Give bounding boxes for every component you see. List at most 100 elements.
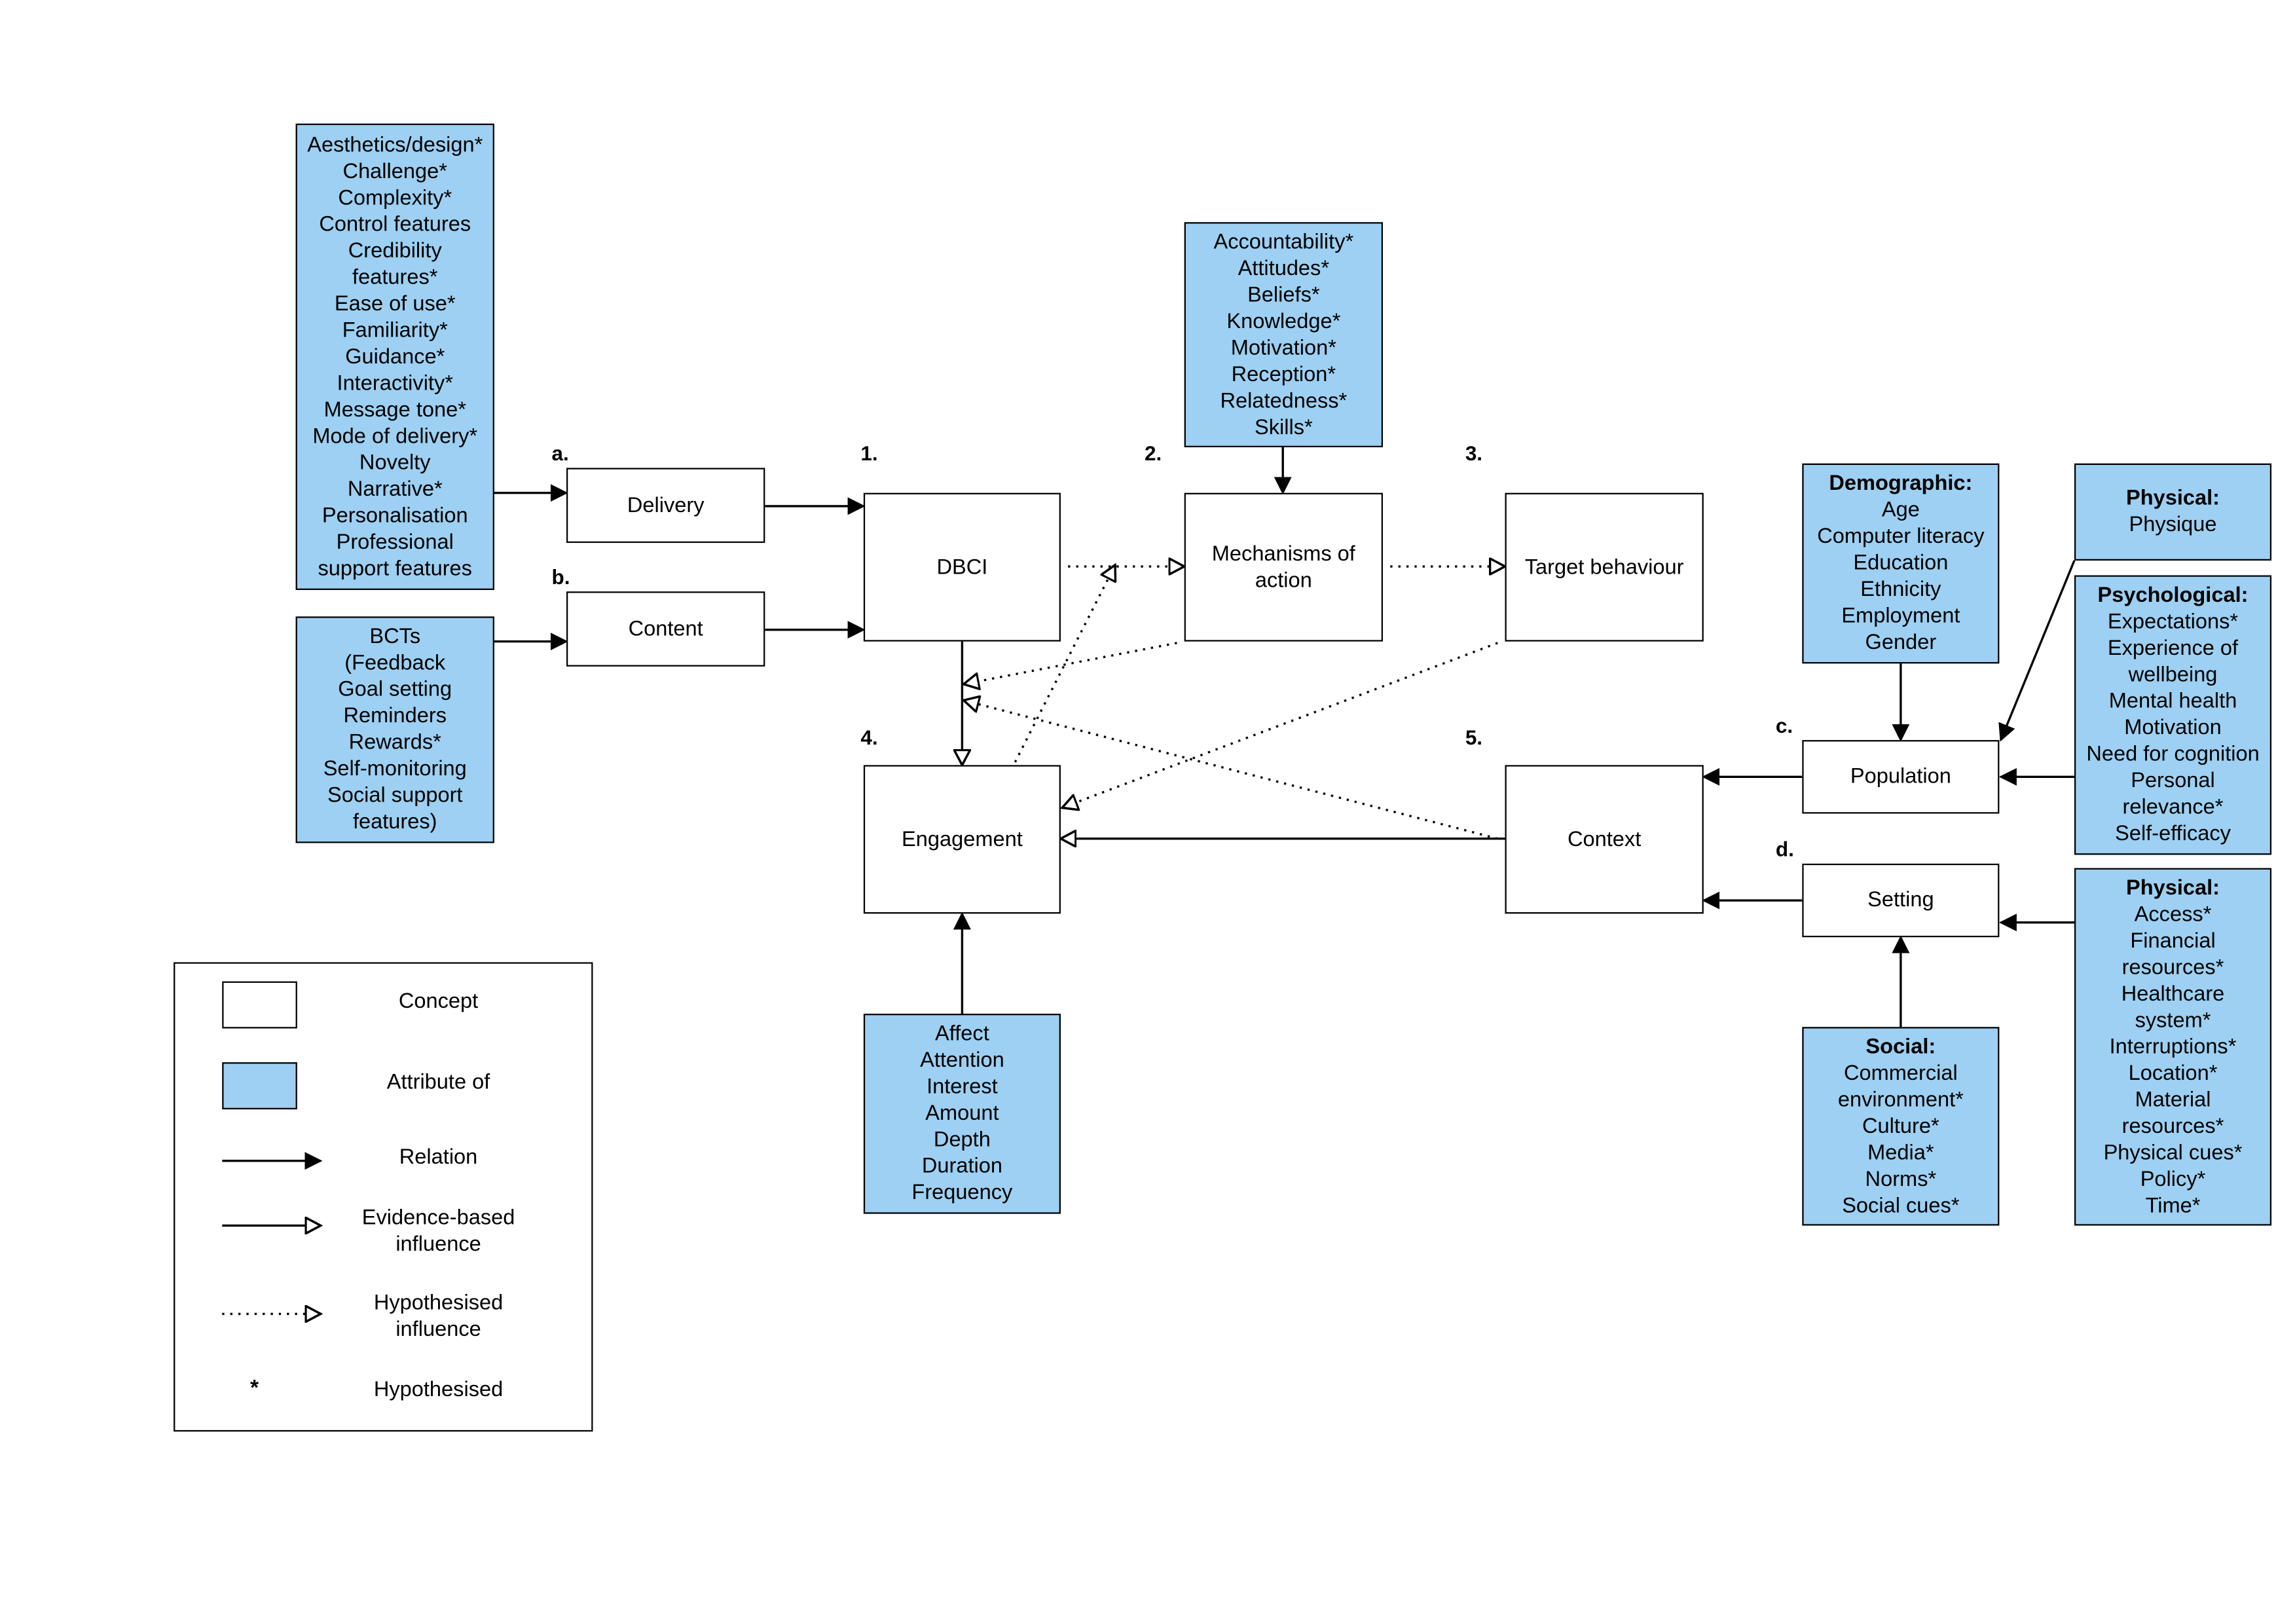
attribute-item: Personal	[2131, 769, 2215, 794]
attribute-item: Age	[1881, 498, 1920, 523]
attribute-item: Healthcare	[2121, 982, 2225, 1006]
attribute-item: Relatedness*	[1220, 389, 1348, 413]
attributes-physical-population: Physical:Physique	[2074, 463, 2272, 561]
attribute-heading: Social:	[1865, 1035, 1936, 1059]
attribute-item: Reception*	[1231, 362, 1336, 386]
attribute-item: Culture*	[1862, 1114, 1939, 1138]
attribute-heading: Psychological:	[2097, 583, 2249, 608]
attribute-item: environment*	[1837, 1088, 1964, 1112]
attribute-item: Physique	[2129, 513, 2217, 538]
attribute-item: Knowledge*	[1226, 309, 1341, 333]
attribute-item: Education	[1853, 551, 1949, 576]
attribute-item: relevance*	[2122, 796, 2224, 820]
attribute-item: Social support	[327, 784, 463, 808]
legend-attribute-swatch	[222, 1062, 297, 1110]
concept-delivery[interactable]: Delivery	[566, 468, 765, 544]
attribute-item: Control features	[319, 212, 471, 236]
attribute-item: Ease of use*	[334, 291, 456, 316]
attribute-item: Motivation*	[1230, 336, 1336, 360]
marker-d: d.	[1775, 837, 1794, 861]
attribute-item: features)	[352, 810, 437, 834]
concept-engagement[interactable]: Engagement	[863, 765, 1061, 914]
attribute-item: Affect	[935, 1022, 989, 1046]
attribute-item: Complexity*	[338, 186, 452, 210]
attribute-item: Beliefs*	[1247, 283, 1320, 307]
attribute-item: Media*	[1867, 1141, 1934, 1165]
marker-b: b.	[551, 564, 570, 589]
concept-mechanisms-of-action[interactable]: Mechanisms of action	[1184, 492, 1383, 642]
attribute-item: Interruptions*	[2109, 1035, 2237, 1059]
attribute-item: Policy*	[2140, 1167, 2206, 1191]
hyp-context-dbci	[964, 700, 1498, 840]
concept-population[interactable]: Population	[1802, 740, 2000, 814]
marker-3: 3.	[1465, 441, 1483, 465]
marker-2: 2.	[1145, 441, 1162, 465]
attribute-item: Goal setting	[338, 678, 452, 702]
concept-setting[interactable]: Setting	[1802, 863, 2000, 938]
attribute-item: Self-efficacy	[2115, 822, 2231, 846]
attribute-heading: Demographic:	[1829, 472, 1973, 496]
rel-physpop-pop	[1998, 560, 2076, 742]
attribute-item: Professional	[336, 530, 454, 554]
legend-concept-label: Concept	[398, 990, 479, 1014]
marker-a: a.	[551, 441, 569, 465]
attribute-item: system*	[2135, 1008, 2211, 1033]
attribute-item: Interest	[927, 1075, 998, 1099]
attribute-item: support features	[318, 557, 472, 581]
attribute-item: Norms*	[1865, 1167, 1937, 1191]
hyp-mech-dbci	[964, 642, 1177, 684]
attribute-item: Aesthetics/design*	[307, 133, 483, 157]
attribute-item: Mental health	[2108, 690, 2237, 714]
attribute-item: Duration	[921, 1154, 1002, 1179]
attribute-item: Personalisation	[321, 504, 468, 528]
legend	[174, 962, 593, 1432]
concept-context[interactable]: Context	[1505, 765, 1704, 914]
attribute-item: Motivation	[2124, 716, 2222, 741]
attribute-item: BCTs	[369, 625, 421, 649]
attribute-item: Location*	[2128, 1061, 2218, 1086]
legend-hypothesised-influence-label: Hypothesised influence	[373, 1291, 504, 1342]
attribute-item: Novelty	[359, 451, 431, 475]
marker-4: 4.	[860, 725, 878, 749]
attribute-item: resources*	[2121, 1114, 2224, 1138]
attribute-item: Rewards*	[348, 731, 441, 755]
attribute-item: wellbeing	[2128, 663, 2218, 688]
attribute-item: Commercial	[1843, 1061, 1958, 1086]
legend-relation-label: Relation	[399, 1146, 478, 1170]
attribute-item: Frequency	[911, 1181, 1013, 1206]
attribute-heading: Physical:	[2125, 876, 2220, 900]
attribute-item: Message tone*	[323, 397, 466, 422]
attribute-item: features*	[352, 265, 438, 289]
legend-evidence-label: Evidence-based influence	[361, 1206, 515, 1257]
attribute-item: Attention	[920, 1048, 1004, 1073]
attributes-mechanisms: Accountability*Attitudes*Beliefs*Knowled…	[1184, 222, 1383, 448]
attribute-item: Self-monitoring	[323, 758, 467, 782]
attribute-item: Depth	[933, 1128, 991, 1153]
attribute-item: Reminders	[343, 705, 447, 729]
attribute-item: Expectations*	[2107, 610, 2239, 635]
attribute-item: Access*	[2134, 902, 2212, 927]
attribute-item: Mode of delivery*	[312, 424, 478, 449]
attributes-psychological: Psychological:Expectations*Experience of…	[2074, 575, 2272, 855]
attribute-item: Skills*	[1254, 415, 1313, 439]
hyp-target-eng	[1062, 642, 1498, 808]
legend-concept-swatch	[222, 981, 297, 1029]
marker-1: 1.	[860, 441, 878, 465]
attribute-item: (Feedback	[344, 652, 446, 676]
attribute-item: Attitudes*	[1238, 257, 1330, 281]
attribute-item: Need for cognition	[2086, 743, 2260, 767]
attribute-item: Narrative*	[347, 477, 443, 502]
attribute-item: resources*	[2121, 955, 2224, 980]
legend-asterisk: *	[249, 1375, 259, 1401]
attribute-item: Gender	[1865, 631, 1937, 655]
concept-content[interactable]: Content	[566, 591, 765, 667]
concept-dbci[interactable]: DBCI	[863, 492, 1061, 642]
concept-target-behaviour[interactable]: Target behaviour	[1505, 492, 1704, 642]
attribute-heading: Physical:	[2125, 487, 2220, 511]
